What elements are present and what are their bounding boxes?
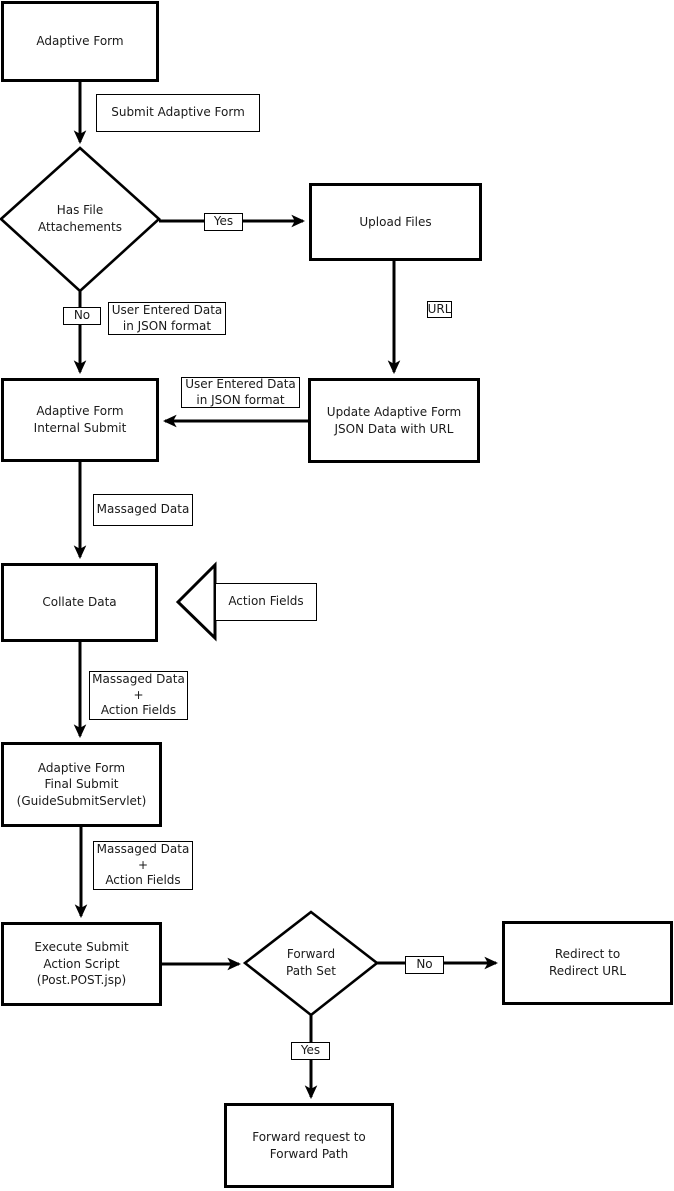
decision-forward-path-set-shape [242,910,380,1017]
node-upload-files: Upload Files [309,183,482,261]
node-adaptive-form-internal-submit: Adaptive Form Internal Submit [1,378,159,462]
node-forward-request-to-forward-path: Forward request to Forward Path [224,1103,394,1188]
edge-label-massaged-data: Massaged Data [93,494,193,526]
node-collate-data: Collate Data [1,563,158,642]
decision-has-file-attachements-shape [0,146,161,293]
node-execute-submit-action-script: Execute Submit Action Script (Post.POST.… [1,922,162,1006]
edge-label-url: URL [427,301,452,318]
edge-label-yes-bottom: Yes [291,1042,330,1060]
edge-label-massaged-data-plus-action-fields-2: Massaged Data + Action Fields [93,841,193,890]
node-adaptive-form-final-submit: Adaptive Form Final Submit (GuideSubmitS… [1,742,162,827]
edge-label-no-top: No [63,307,101,325]
node-adaptive-form: Adaptive Form [1,1,159,82]
edge-label-yes-top: Yes [204,213,243,231]
edge-label-user-entered-data-1: User Entered Data in JSON format [108,302,226,335]
node-update-adaptive-form-json: Update Adaptive Form JSON Data with URL [308,378,480,463]
edge-label-massaged-data-plus-action-fields-1: Massaged Data + Action Fields [89,671,188,720]
edge-label-action-fields: Action Fields [215,583,317,621]
edge-label-submit-adaptive-form: Submit Adaptive Form [96,94,260,132]
node-redirect-to-redirect-url: Redirect to Redirect URL [502,921,673,1005]
edge-label-no-bottom: No [405,956,444,974]
edge-label-user-entered-data-2: User Entered Data in JSON format [181,377,300,408]
action-fields-arrow-shape [175,561,217,642]
